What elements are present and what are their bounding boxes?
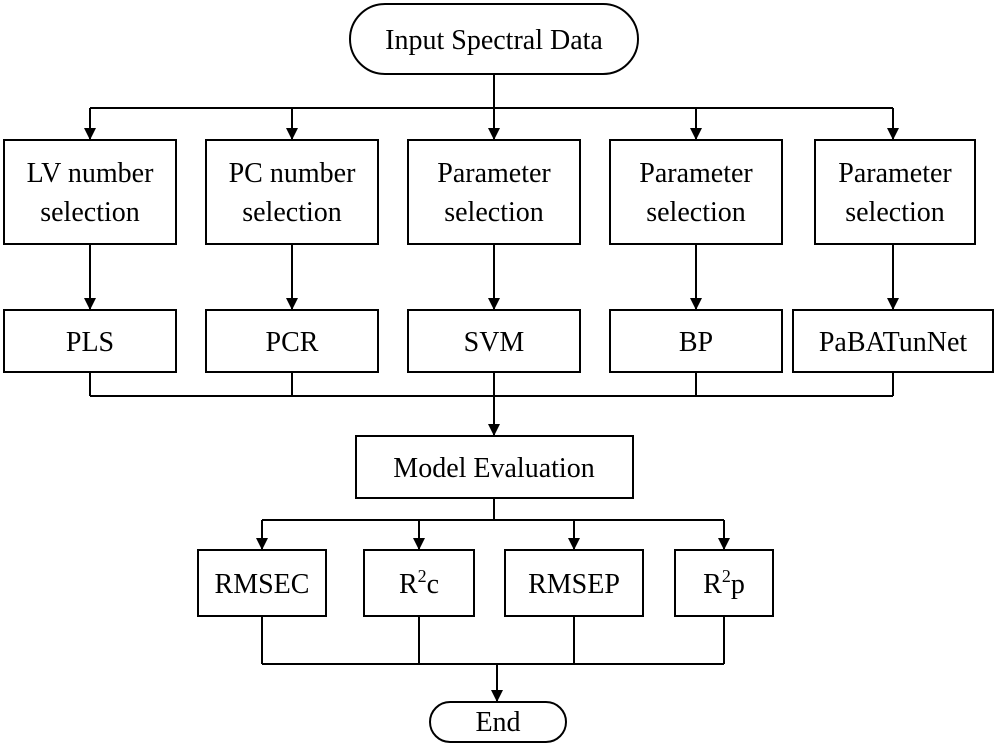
model-pls-label: PLS [66, 327, 114, 358]
metric-r2c-sup: 2 [418, 566, 427, 586]
metric-r2p-base: R [703, 569, 722, 600]
start-terminal: Input Spectral Data [349, 3, 639, 75]
model-pabatunnet-label: PaBATunNet [819, 327, 968, 358]
selection-svm-line1: Parameter [437, 158, 551, 189]
selection-pabatunnet-line2: selection [845, 197, 945, 228]
metric-rmsec-label: RMSEC [215, 569, 310, 600]
selection-box-bp: Parameter selection [609, 139, 783, 245]
model-pcr-label: PCR [266, 327, 319, 358]
start-to-selection-connectors [84, 74, 899, 140]
model-box-pcr: PCR [205, 309, 379, 373]
selection-lv-line2: selection [40, 197, 140, 228]
metric-r2p-sup: 2 [722, 566, 731, 586]
end-label: End [475, 707, 520, 738]
selection-pabatunnet-line1: Parameter [838, 158, 952, 189]
metric-r2c-sub: c [427, 569, 439, 600]
metric-box-r2c: R2c [363, 549, 475, 617]
model-evaluation-label: Model Evaluation [393, 453, 594, 484]
selection-box-pc: PC number selection [205, 139, 379, 245]
model-to-evaluation-connectors [89, 372, 894, 436]
selection-box-pabatunnet: Parameter selection [814, 139, 976, 245]
model-box-bp: BP [609, 309, 783, 373]
selection-pc-line2: selection [242, 197, 342, 228]
selection-box-lv: LV number selection [3, 139, 177, 245]
metric-box-r2p: R2p [674, 549, 774, 617]
end-terminal: End [429, 701, 567, 743]
model-box-pabatunnet: PaBATunNet [792, 309, 994, 373]
metric-box-rmsep: RMSEP [504, 549, 644, 617]
metric-box-rmsec: RMSEC [197, 549, 327, 617]
selection-bp-line2: selection [646, 197, 746, 228]
metric-to-end-connectors [261, 616, 725, 702]
metric-r2c-base: R [399, 569, 418, 600]
selection-bp-line1: Parameter [639, 158, 753, 189]
selection-to-model-connectors [84, 244, 899, 310]
model-bp-label: BP [679, 327, 713, 358]
model-box-pls: PLS [3, 309, 177, 373]
evaluation-to-metric-connectors [256, 498, 730, 550]
model-evaluation-box: Model Evaluation [355, 435, 634, 499]
selection-lv-line1: LV number [27, 158, 154, 189]
selection-pc-line1: PC number [229, 158, 356, 189]
metric-r2p-sub: p [731, 569, 745, 600]
start-label: Input Spectral Data [385, 25, 603, 56]
metric-rmsep-label: RMSEP [528, 569, 620, 600]
selection-svm-line2: selection [444, 197, 544, 228]
model-svm-label: SVM [464, 327, 525, 358]
metric-r2p-label: R2p [703, 566, 745, 600]
metric-r2c-label: R2c [399, 566, 439, 600]
selection-box-svm: Parameter selection [407, 139, 581, 245]
model-box-svm: SVM [407, 309, 581, 373]
